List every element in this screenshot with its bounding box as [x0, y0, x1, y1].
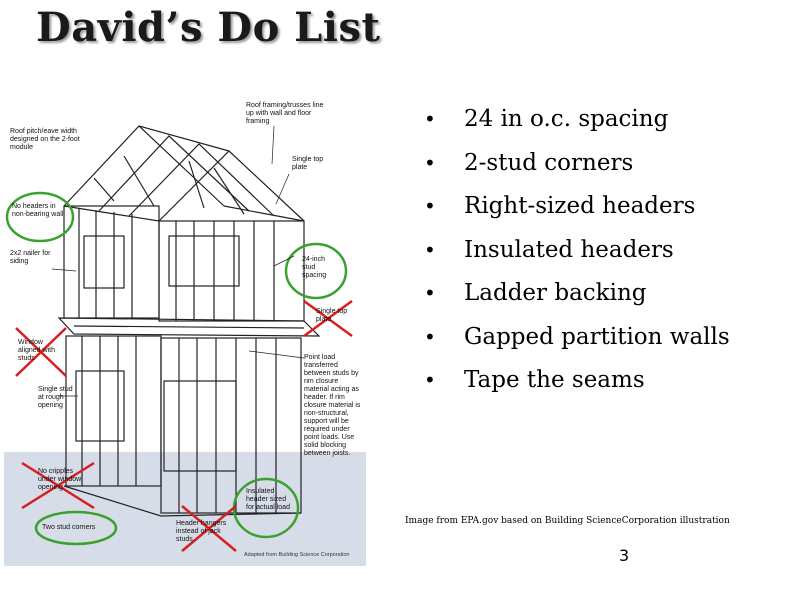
label-header-hangers: Header hangers instead of jack studs: [176, 520, 227, 543]
label-two-stud-corners: Two stud corners: [42, 524, 96, 531]
label-single-top-plate: Single top plate: [292, 156, 324, 171]
label-insulated-header: Insulated header sized for actual load: [246, 488, 290, 511]
label-stud-spacing: 24-inch stud spacing: [302, 256, 327, 279]
bullet-icon: •: [424, 281, 436, 305]
label-nailer: 2x2 nailer for siding: [10, 250, 51, 265]
list-item: •Ladder backing: [420, 277, 730, 321]
label-no-headers: No headers in non-bearing wall: [12, 203, 64, 218]
bullet-icon: •: [424, 194, 436, 218]
list-item: •Right-sized headers: [420, 190, 730, 234]
list-item: •Insulated headers: [420, 234, 730, 278]
list-item: •24 in o.c. spacing: [420, 103, 730, 147]
label-point-load: Point load transferred between studs by …: [304, 354, 361, 457]
label-roof-framing: Roof framing/trusses line up with wall a…: [246, 102, 324, 125]
label-no-cripples: No cripples under window opening: [38, 468, 82, 491]
list-item: •Gapped partition walls: [420, 321, 730, 365]
label-window-studs: Window aligned with studs: [18, 339, 55, 362]
framing-illustration: Roof pitch/eave width designed on the 2-…: [4, 96, 366, 566]
strikeout-crosses: [15, 299, 353, 552]
label-single-stud: Single stud at rough opening: [38, 386, 73, 409]
bullet-icon: •: [424, 150, 436, 175]
image-credit: Image from EPA.gov based on Building Sci…: [405, 516, 730, 526]
page-number: 3: [619, 546, 630, 565]
label-sill-plate: Single top plate: [316, 308, 348, 323]
list-item: •Tape the seams: [420, 364, 730, 408]
list-item: •2-stud corners: [420, 147, 730, 191]
slide-title: David’s Do List: [36, 4, 381, 51]
label-roof-pitch: Roof pitch/eave width designed on the 2-…: [10, 128, 80, 151]
bullet-icon: •: [424, 237, 436, 262]
bullet-icon: •: [424, 324, 436, 349]
bullet-icon: •: [424, 368, 436, 392]
label-adapted-credit: Adapted from Building Science Corporatio…: [244, 552, 350, 558]
bullet-icon: •: [424, 107, 436, 131]
do-list: •24 in o.c. spacing •2-stud corners •Rig…: [420, 103, 730, 408]
frame-lines: [57, 125, 321, 517]
house-frame-drawing: [4, 125, 366, 566]
callout-leaders: [51, 125, 305, 397]
